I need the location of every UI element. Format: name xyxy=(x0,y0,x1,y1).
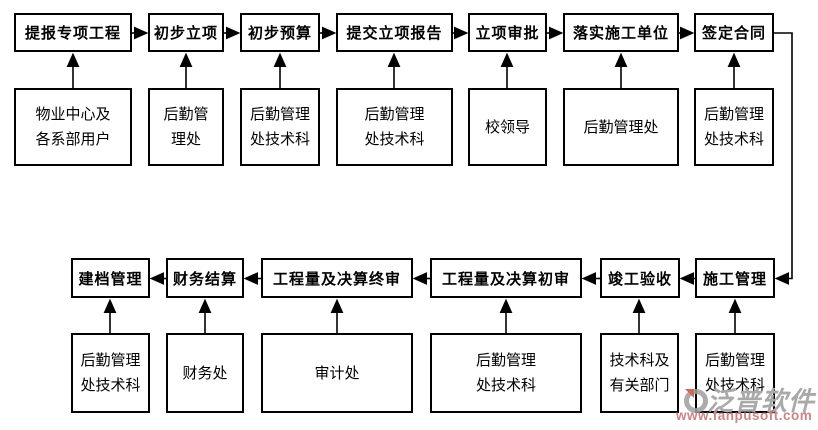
dept-box-tech-related-depts: 技术科及 有关部门 xyxy=(600,333,679,413)
step-box-completion-acceptance: 竣工验收 xyxy=(600,258,680,298)
step-box-construction-mgmt: 施工管理 xyxy=(695,258,775,298)
step-box-initial-audit: 工程量及决算初审 xyxy=(430,258,582,298)
dept-box-property-center: 物业中心及 各系部用户 xyxy=(14,88,132,166)
arrow-step7-to-step8-elbow xyxy=(774,32,793,285)
dept-box-tech-section-3: 后勤管理 处技术科 xyxy=(694,88,774,166)
step-box-submit-project: 提报专项工程 xyxy=(14,13,132,52)
step-box-initial-approval: 初步立项 xyxy=(148,13,224,52)
step-box-project-approval: 立项审批 xyxy=(468,13,547,52)
dept-box-finance-office: 财务处 xyxy=(166,333,244,413)
dept-box-tech-section-1: 后勤管理 处技术科 xyxy=(240,88,320,166)
step-box-sign-contract: 签定合同 xyxy=(694,13,774,52)
dept-box-school-leaders: 校领导 xyxy=(468,88,547,166)
fanpu-logo-icon xyxy=(684,389,708,413)
step-box-select-contractor: 落实施工单位 xyxy=(563,13,679,52)
dept-box-tech-section-4: 后勤管理 处技术科 xyxy=(71,333,150,413)
dept-box-logistics-office-1: 后勤管 理处 xyxy=(148,88,224,166)
watermark-brand: 泛普软件 xyxy=(707,386,816,416)
step-box-financial-settlement: 财务结算 xyxy=(166,258,244,298)
dept-box-tech-section-5: 后勤管理 处技术科 xyxy=(430,333,582,413)
step-box-initial-budget: 初步预算 xyxy=(240,13,320,52)
dept-box-audit-office: 审计处 xyxy=(261,333,413,413)
step-box-final-audit: 工程量及决算终审 xyxy=(261,258,413,298)
step-box-submit-report: 提交立项报告 xyxy=(336,13,453,52)
fanpu-logo-accent xyxy=(685,389,694,398)
dept-box-tech-section-2: 后勤管理 处技术科 xyxy=(336,88,453,166)
watermark-url: www.fanpusoft.com xyxy=(676,408,813,423)
dept-box-logistics-office-2: 后勤管理处 xyxy=(563,88,679,166)
dept-box-tech-section-6: 后勤管理 处技术科 xyxy=(695,333,775,413)
step-box-archive-mgmt: 建档管理 xyxy=(71,258,150,298)
